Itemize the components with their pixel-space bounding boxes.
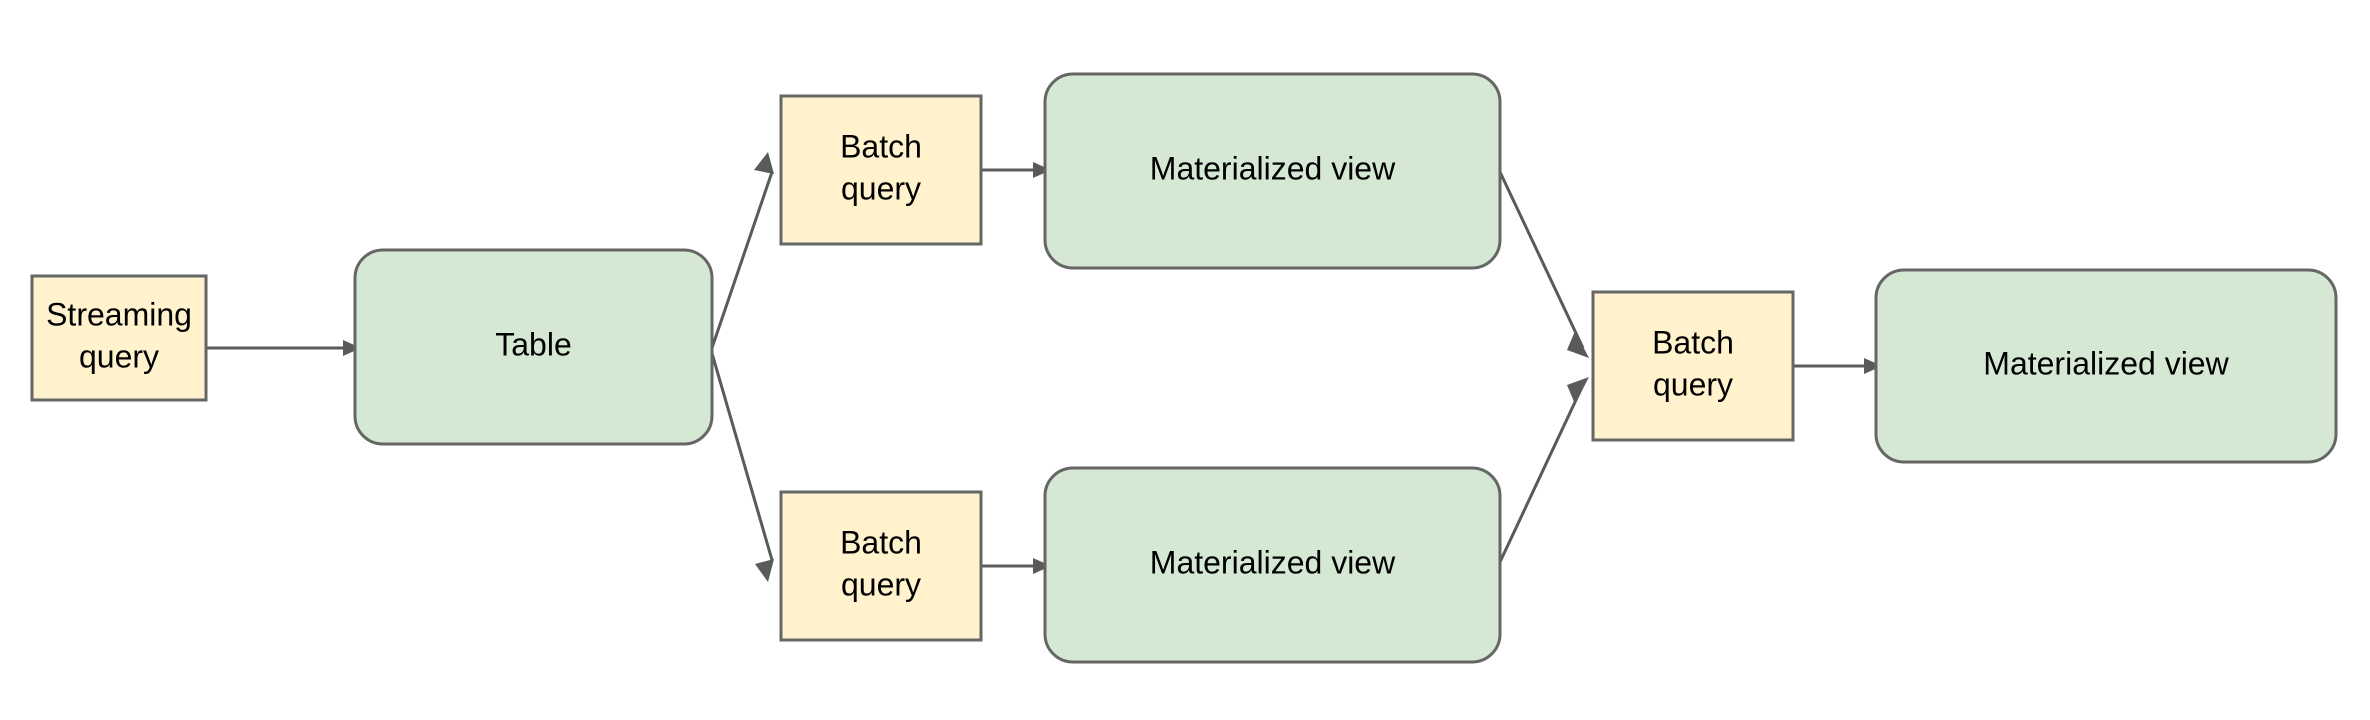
node-batch-query-top-label-line2: query (841, 170, 921, 206)
arrowhead-icon-table-to-batch-top (754, 152, 774, 174)
node-batch-query-center-label-line2: query (1653, 366, 1733, 402)
arrowhead-icon-batch-bottom-to-mv-bottom (1033, 558, 1051, 574)
arrowhead-icon-mv-bottom-to-batch-center (1567, 377, 1589, 404)
arrowheads-layer (343, 152, 1882, 582)
node-materialized-view-right[interactable]: Materialized view (1874, 268, 2338, 464)
node-materialized-view-bottom[interactable]: Materialized view (1043, 466, 1502, 664)
node-batch-query-center-label-line1: Batch (1652, 324, 1734, 360)
node-batch-query-bottom-label-line2: query (841, 566, 921, 602)
node-streaming-query[interactable]: Streaming query (30, 274, 208, 402)
node-materialized-view-top-label-line1: Materialized view (1150, 150, 1396, 186)
node-streaming-query-shape[interactable] (30, 274, 208, 402)
node-materialized-view-right-shape[interactable] (1874, 268, 2338, 464)
arrowhead-icon-batch-top-to-mv-top (1033, 162, 1051, 178)
node-streaming-query-label-line2: query (79, 338, 159, 374)
node-materialized-view-top-shape[interactable] (1043, 72, 1502, 270)
node-batch-query-top[interactable]: Batch query (779, 94, 983, 246)
node-batch-query-top-label-line1: Batch (840, 128, 922, 164)
node-materialized-view-right-label-line1: Materialized view (1983, 345, 2229, 381)
node-table-label-line1: Table (495, 326, 572, 362)
arrowhead-icon-batch-center-to-mv-right (1864, 358, 1882, 374)
node-batch-query-bottom-label-line1: Batch (840, 524, 922, 560)
node-batch-query-top-shape[interactable] (779, 94, 983, 246)
arrowhead-icon-table-to-batch-bottom (755, 559, 774, 582)
arrowhead-icon-streaming-to-table (343, 340, 361, 356)
node-streaming-query-label-line1: Streaming (46, 296, 192, 332)
node-batch-query-bottom[interactable]: Batch query (779, 490, 983, 642)
node-table-shape[interactable] (353, 248, 714, 446)
node-batch-query-center[interactable]: Batch query (1591, 290, 1795, 442)
node-table[interactable]: Table (353, 248, 714, 446)
edge-materialized-view-top-to-batch-query-center (1498, 171, 1585, 349)
node-materialized-view-bottom-shape[interactable] (1043, 466, 1502, 664)
node-batch-query-center-shape[interactable] (1591, 290, 1795, 442)
arrowhead-icon-mv-top-to-batch-center (1567, 331, 1589, 358)
node-batch-query-bottom-shape[interactable] (779, 490, 983, 642)
node-materialized-view-top[interactable]: Materialized view (1043, 72, 1502, 270)
node-materialized-view-bottom-label-line1: Materialized view (1150, 544, 1396, 580)
edge-materialized-view-bottom-to-batch-query-center (1498, 384, 1585, 563)
